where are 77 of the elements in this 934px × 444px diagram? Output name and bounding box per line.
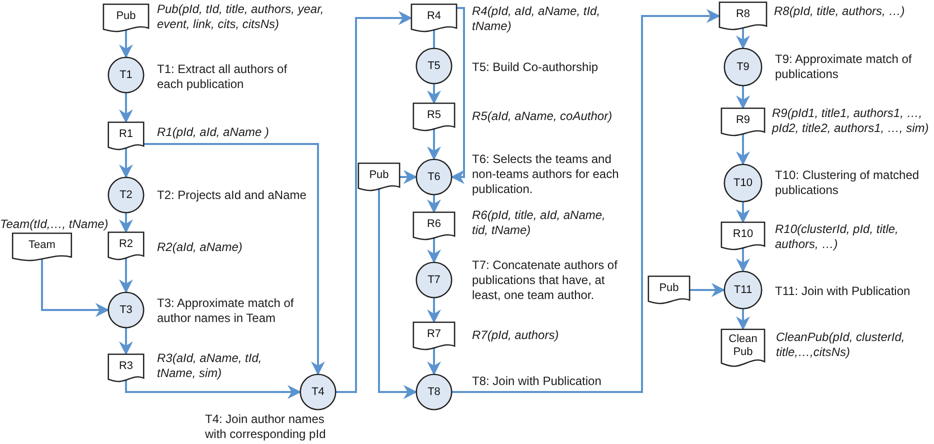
arrow bbox=[119, 257, 133, 294]
step-description: T7: Concatenate authors of publications that have, at least, one team author. bbox=[472, 258, 618, 303]
schema-label: R9(pId1, title1, authors1, …, pId2, title2, authors1, …, sim) bbox=[772, 106, 930, 136]
document-shape: Pub bbox=[103, 4, 149, 32]
arrow bbox=[452, 9, 720, 393]
arrow bbox=[427, 195, 441, 214]
arrow bbox=[378, 188, 418, 399]
step-description: T4: Join author names with corresponding pId bbox=[205, 412, 327, 442]
arrow bbox=[736, 86, 750, 110]
schema-label: R5(aId, aName, coAuthor) bbox=[472, 109, 614, 124]
arrow bbox=[119, 147, 133, 178]
schema-label: Pub(pId, tId, title, authors, year, event, link, cits, citsNs) bbox=[157, 2, 325, 32]
arrow bbox=[427, 84, 441, 104]
step-description: T5: Build Co-authorship bbox=[472, 60, 600, 75]
step-description: T3: Approximate match of author names in Team bbox=[157, 296, 295, 326]
step-description: T10: Clustering of matched publications bbox=[775, 168, 920, 198]
document-shape: Clean Pub bbox=[721, 329, 765, 367]
step-description: T9: Approximate match of publications bbox=[775, 52, 913, 82]
process-circle: T10 bbox=[724, 164, 762, 202]
document-shape: R4 bbox=[411, 4, 457, 32]
arrow bbox=[736, 247, 750, 272]
process-circle: T3 bbox=[108, 292, 144, 328]
process-circle: T11 bbox=[724, 271, 762, 309]
arrow bbox=[336, 11, 412, 393]
process-circle: T5 bbox=[416, 48, 452, 84]
arrow bbox=[736, 133, 750, 166]
schema-label: R1(pId, aId, aName ) bbox=[157, 125, 270, 140]
arrow bbox=[736, 309, 750, 330]
document-shape: R1 bbox=[108, 122, 144, 150]
schema-label: R2(aId, aName) bbox=[157, 240, 244, 255]
schema-label: R3(aId, aName, tId, tName, sim) bbox=[157, 351, 263, 381]
arrow bbox=[690, 283, 726, 297]
schema-label: R8(pId, title, authors, …) bbox=[774, 4, 906, 19]
document-shape: R7 bbox=[413, 322, 455, 350]
schema-label: R7(pId, authors) bbox=[472, 328, 560, 343]
process-circle: T2 bbox=[108, 177, 144, 213]
schema-label: R10(clusterId, pId, title, authors, …) bbox=[775, 222, 900, 252]
document-shape: Pub bbox=[648, 276, 690, 304]
document-shape: R5 bbox=[413, 103, 455, 131]
arrow bbox=[119, 29, 133, 58]
step-description: T8: Join with Publication bbox=[472, 374, 602, 389]
schema-label: R6(pId, title, aId, aName, tid, tName) bbox=[472, 208, 606, 238]
document-shape: R9 bbox=[721, 108, 765, 136]
arrow bbox=[119, 328, 133, 356]
schema-label: Team(tId,…, tName) bbox=[0, 217, 110, 232]
arrow bbox=[736, 27, 750, 50]
document-shape: Team bbox=[12, 233, 72, 261]
process-circle: T8 bbox=[416, 374, 452, 410]
schema-label: CleanPub(pId, clusterId, title,…,citsNs) bbox=[776, 330, 906, 360]
arrow bbox=[400, 170, 418, 184]
step-description: T1: Extract all authors of each publication bbox=[157, 62, 288, 92]
arrow bbox=[427, 347, 441, 376]
schema-label: R4(pId, aId, aName, tId, tName) bbox=[472, 4, 602, 34]
step-description: T2: Projects aId and aName bbox=[157, 188, 308, 203]
arrow bbox=[450, 7, 465, 184]
document-shape: Pub bbox=[358, 163, 400, 191]
document-shape: R8 bbox=[719, 2, 767, 30]
arrow bbox=[427, 237, 441, 264]
arrow bbox=[119, 213, 133, 234]
process-circle: T9 bbox=[724, 48, 762, 86]
document-shape: R2 bbox=[108, 232, 144, 260]
step-description: T11: Join with Publication bbox=[775, 284, 912, 299]
arrow bbox=[41, 258, 110, 317]
document-shape: R10 bbox=[721, 222, 765, 250]
document-shape: R3 bbox=[108, 354, 144, 382]
arrow bbox=[427, 298, 441, 324]
arrow bbox=[119, 93, 133, 124]
arrow bbox=[427, 128, 441, 160]
arrow bbox=[144, 143, 325, 376]
arrow bbox=[736, 202, 750, 224]
process-circle: T6 bbox=[416, 159, 452, 195]
step-description: T6: Selects the teams and non-teams authors for each publication. bbox=[472, 152, 620, 197]
arrow bbox=[125, 379, 302, 399]
process-circle: T1 bbox=[108, 57, 144, 93]
process-circle: T7 bbox=[416, 262, 452, 298]
document-shape: R6 bbox=[413, 212, 455, 240]
process-circle: T4 bbox=[300, 374, 336, 410]
